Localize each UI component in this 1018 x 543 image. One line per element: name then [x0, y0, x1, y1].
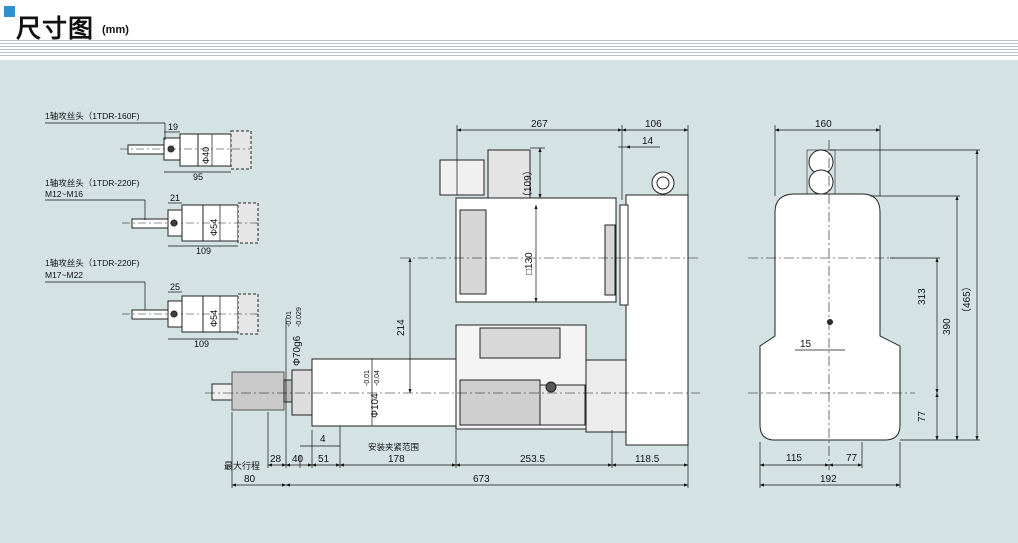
- dim-motor-109: （109）: [522, 165, 534, 202]
- dim-160: 160: [815, 119, 832, 130]
- tapping-head-2: [122, 202, 259, 244]
- dim-80: 80: [244, 474, 256, 485]
- dim-178: 178: [388, 454, 405, 465]
- head-2-label: 1轴攻丝头（1TDR-220F): [45, 178, 140, 188]
- header-stripes: [0, 40, 1018, 58]
- head-3-dia: Φ54: [209, 310, 219, 327]
- front-view-centerlines: [748, 140, 915, 470]
- body-tol-upper: -0.01: [364, 370, 371, 386]
- dim-313: 313: [917, 288, 928, 305]
- front-view-unit: [759, 149, 901, 441]
- body-diameter-label: Φ104 -0.01 -0.04: [364, 370, 381, 418]
- page-header: 尺寸图 (mm): [0, 0, 1018, 60]
- dim-51: 51: [318, 454, 330, 465]
- dim-28: 28: [270, 454, 282, 465]
- clamp-range-label: 安装夹紧范围: [368, 442, 419, 452]
- head-3-length: 109: [194, 339, 209, 349]
- dim-115: 115: [786, 453, 802, 464]
- dim-253-5: 253.5: [520, 454, 545, 465]
- dim-motor-130: □130: [524, 252, 535, 275]
- dim-4: 4: [320, 434, 326, 445]
- head-3-dim-a: 25: [170, 282, 180, 292]
- shaft-tol-upper: -0.01: [286, 311, 293, 327]
- dim-106: 106: [645, 119, 662, 130]
- dim-673: 673: [473, 474, 490, 485]
- dim-15: 15: [800, 339, 812, 350]
- head-2-range: M12~M16: [45, 189, 83, 199]
- head-1-label: 1轴攻丝头（1TDR-160F): [45, 111, 140, 121]
- dim-214: 214: [396, 319, 407, 336]
- dim-390: 390: [942, 318, 953, 335]
- dim-465: （465）: [961, 281, 973, 318]
- header-accent-square-icon: [4, 6, 15, 17]
- head-1-dim-a: 19: [168, 122, 178, 132]
- body-dia: Φ104: [370, 393, 381, 418]
- dim-77-horizontal: 77: [846, 453, 858, 464]
- front-view-dimension-lines: [759, 125, 980, 488]
- head-dimension-lines: [45, 122, 238, 340]
- head-1-dia: Φ40: [201, 147, 211, 164]
- max-stroke-label: 最大行程: [224, 460, 260, 471]
- side-view-centerlines: [205, 257, 700, 394]
- shaft-dia: Φ70g6: [292, 335, 303, 366]
- dim-40: 40: [292, 454, 304, 465]
- side-view-dimension-lines: [231, 125, 689, 488]
- dim-14: 14: [642, 136, 654, 147]
- dim-77-vertical: 77: [917, 410, 928, 422]
- head-2-length: 109: [196, 246, 211, 256]
- head-3-label: 1轴攻丝头（1TDR-220F): [45, 258, 140, 268]
- dim-118-5: 118.5: [635, 454, 660, 465]
- body-tol-lower: -0.04: [374, 370, 381, 386]
- head-1-length: 95: [193, 172, 203, 182]
- side-view-unit: [211, 149, 689, 446]
- tapping-head-3: [122, 293, 259, 335]
- head-3-range: M17~M22: [45, 270, 83, 280]
- head-2-dim-a: 21: [170, 193, 180, 203]
- shaft-tol-lower: -0.029: [296, 307, 303, 327]
- page-title: 尺寸图: [16, 15, 95, 43]
- tapping-head-1: [120, 130, 252, 170]
- shaft-diameter-label: Φ70g6 -0.01 -0.029: [286, 307, 303, 366]
- dim-267: 267: [531, 119, 548, 130]
- dim-192: 192: [820, 474, 837, 485]
- unit-label: (mm): [102, 24, 129, 36]
- head-2-dia: Φ54: [209, 219, 219, 236]
